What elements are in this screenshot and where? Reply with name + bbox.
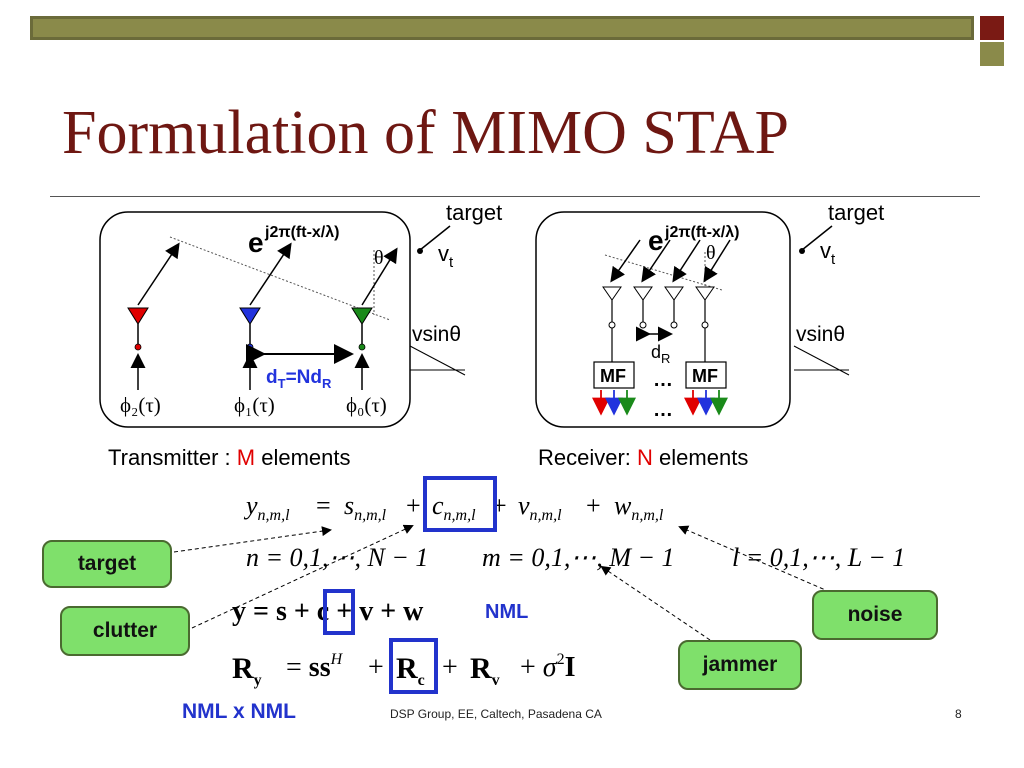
rx-ellipsis-top: …: [653, 369, 673, 391]
title-divider: [50, 196, 980, 197]
page-number: 8: [955, 707, 962, 721]
svg-text:m = 0,1,⋯, M − 1: m = 0,1,⋯, M − 1: [482, 543, 675, 572]
equation-index-ranges: n = 0,1,⋯, N − 1 m = 0,1,⋯, M − 1 l = 0,…: [246, 543, 905, 572]
tx-target-marks: target vt vsinθ: [409, 200, 502, 376]
transmitter-frame: [99, 211, 411, 428]
callout-clutter: clutter: [60, 606, 190, 656]
receiver-caption: Receiver: N elements: [538, 445, 748, 470]
header-bar-inner: [33, 19, 971, 37]
tx-wavefront: [169, 236, 391, 321]
rx-target-marks: target vt vsinθ: [793, 200, 884, 376]
svg-text:Rv: Rv: [470, 652, 500, 689]
tx-antenna-green: [351, 307, 373, 325]
svg-text:vn,m,l: vn,m,l: [518, 491, 562, 524]
svg-text:MF: MF: [600, 366, 626, 386]
tx-antenna-red: [127, 307, 149, 325]
clutter-highlight-box-2: [323, 589, 355, 635]
tx-phi2: ϕ₂(τ): [120, 393, 161, 417]
callout-target: target: [42, 540, 172, 588]
tx-theta: θ: [374, 247, 384, 269]
receiver-frame: [535, 211, 791, 428]
header-square-olive: [980, 42, 1004, 66]
tx-phi0: ϕ₀(τ): [346, 393, 387, 417]
svg-text:cn,m,l: cn,m,l: [432, 491, 476, 524]
rx-mf-left: [593, 361, 635, 389]
clutter-highlight-box-1: [423, 476, 497, 532]
svg-text:wn,m,l: wn,m,l: [614, 491, 664, 524]
tx-antenna-blue: [239, 307, 261, 325]
svg-text:l = 0,1,⋯, L − 1: l = 0,1,⋯, L − 1: [732, 543, 905, 572]
svg-text:MF: MF: [692, 366, 718, 386]
rx-vsin: vsinθ: [796, 323, 845, 346]
svg-text:+: +: [442, 652, 458, 683]
tx-beam-arrow-0: [361, 247, 398, 306]
svg-text:n = 0,1,⋯, N − 1: n = 0,1,⋯, N − 1: [246, 543, 428, 572]
tx-beam-arrow-1: [249, 242, 292, 306]
transmitter-panel: e j2π(ft-x/λ) θ dT=NdR ϕ₂(τ) ϕ₁(τ) ϕ₀(τ): [99, 211, 411, 428]
callout-noise: noise: [812, 590, 938, 640]
rx-mf-right: [685, 361, 727, 389]
rx-velocity: vt: [820, 238, 836, 268]
svg-text:sn,m,l: sn,m,l: [344, 491, 387, 524]
svg-text:+: +: [586, 491, 601, 520]
tx-target-label: target: [446, 200, 502, 225]
tx-velocity: vt: [438, 241, 454, 271]
svg-text:=: =: [316, 491, 331, 520]
nml-tag: NML: [485, 601, 528, 623]
svg-text:yn,m,l: yn,m,l: [243, 491, 290, 524]
tx-phase-e: e: [248, 227, 264, 258]
equation-covariance: Ry = ssH + Rc + Rv + σ2I: [232, 651, 576, 689]
equation-signal-model: yn,m,l = sn,m,l + cn,m,l + vn,m,l + wn,m…: [243, 491, 664, 524]
svg-text:Rc: Rc: [396, 652, 425, 689]
header-square-red: [980, 16, 1004, 40]
transmitter-caption: Transmitter : M elements: [108, 445, 350, 470]
svg-text:y = s + c + v + w: y = s + c + v + w: [232, 596, 424, 627]
rx-phase-sup: j2π(ft-x/λ): [664, 224, 739, 241]
footer-text: DSP Group, EE, Caltech, Pasadena CA: [390, 707, 602, 721]
rx-theta: θ: [706, 242, 716, 264]
tx-vsin: vsinθ: [412, 323, 461, 346]
rx-ellipsis-bottom: …: [653, 399, 673, 421]
callout-jammer: jammer: [678, 640, 802, 690]
rx-spacing-label: dR: [651, 342, 670, 366]
slide-title: Formulation of MIMO STAP: [62, 99, 790, 167]
clutter-highlight-box-3: [389, 638, 438, 694]
tx-phase-sup: j2π(ft-x/λ): [264, 224, 339, 241]
tx-beam-arrow-2: [137, 242, 180, 306]
rx-target-label: target: [828, 200, 884, 225]
callout-arrows: [173, 524, 831, 641]
svg-text:+: +: [406, 491, 421, 520]
tx-spacing-label: dT=NdR: [266, 367, 332, 391]
svg-text:+: +: [368, 652, 384, 683]
receiver-panel: dR MF MF … … e j2π(ft-x/λ) θ: [535, 211, 791, 428]
svg-text:= ssH: = ssH: [286, 651, 344, 683]
svg-text:Ry: Ry: [232, 652, 262, 689]
equation-vector: y = s + c + v + w NML: [232, 596, 528, 627]
svg-text:+ σ2I: + σ2I: [520, 651, 576, 683]
nml-x-nml-label: NML x NML: [182, 700, 296, 723]
rx-phase-e: e: [648, 225, 664, 256]
tx-phi1: ϕ₁(τ): [234, 393, 275, 417]
